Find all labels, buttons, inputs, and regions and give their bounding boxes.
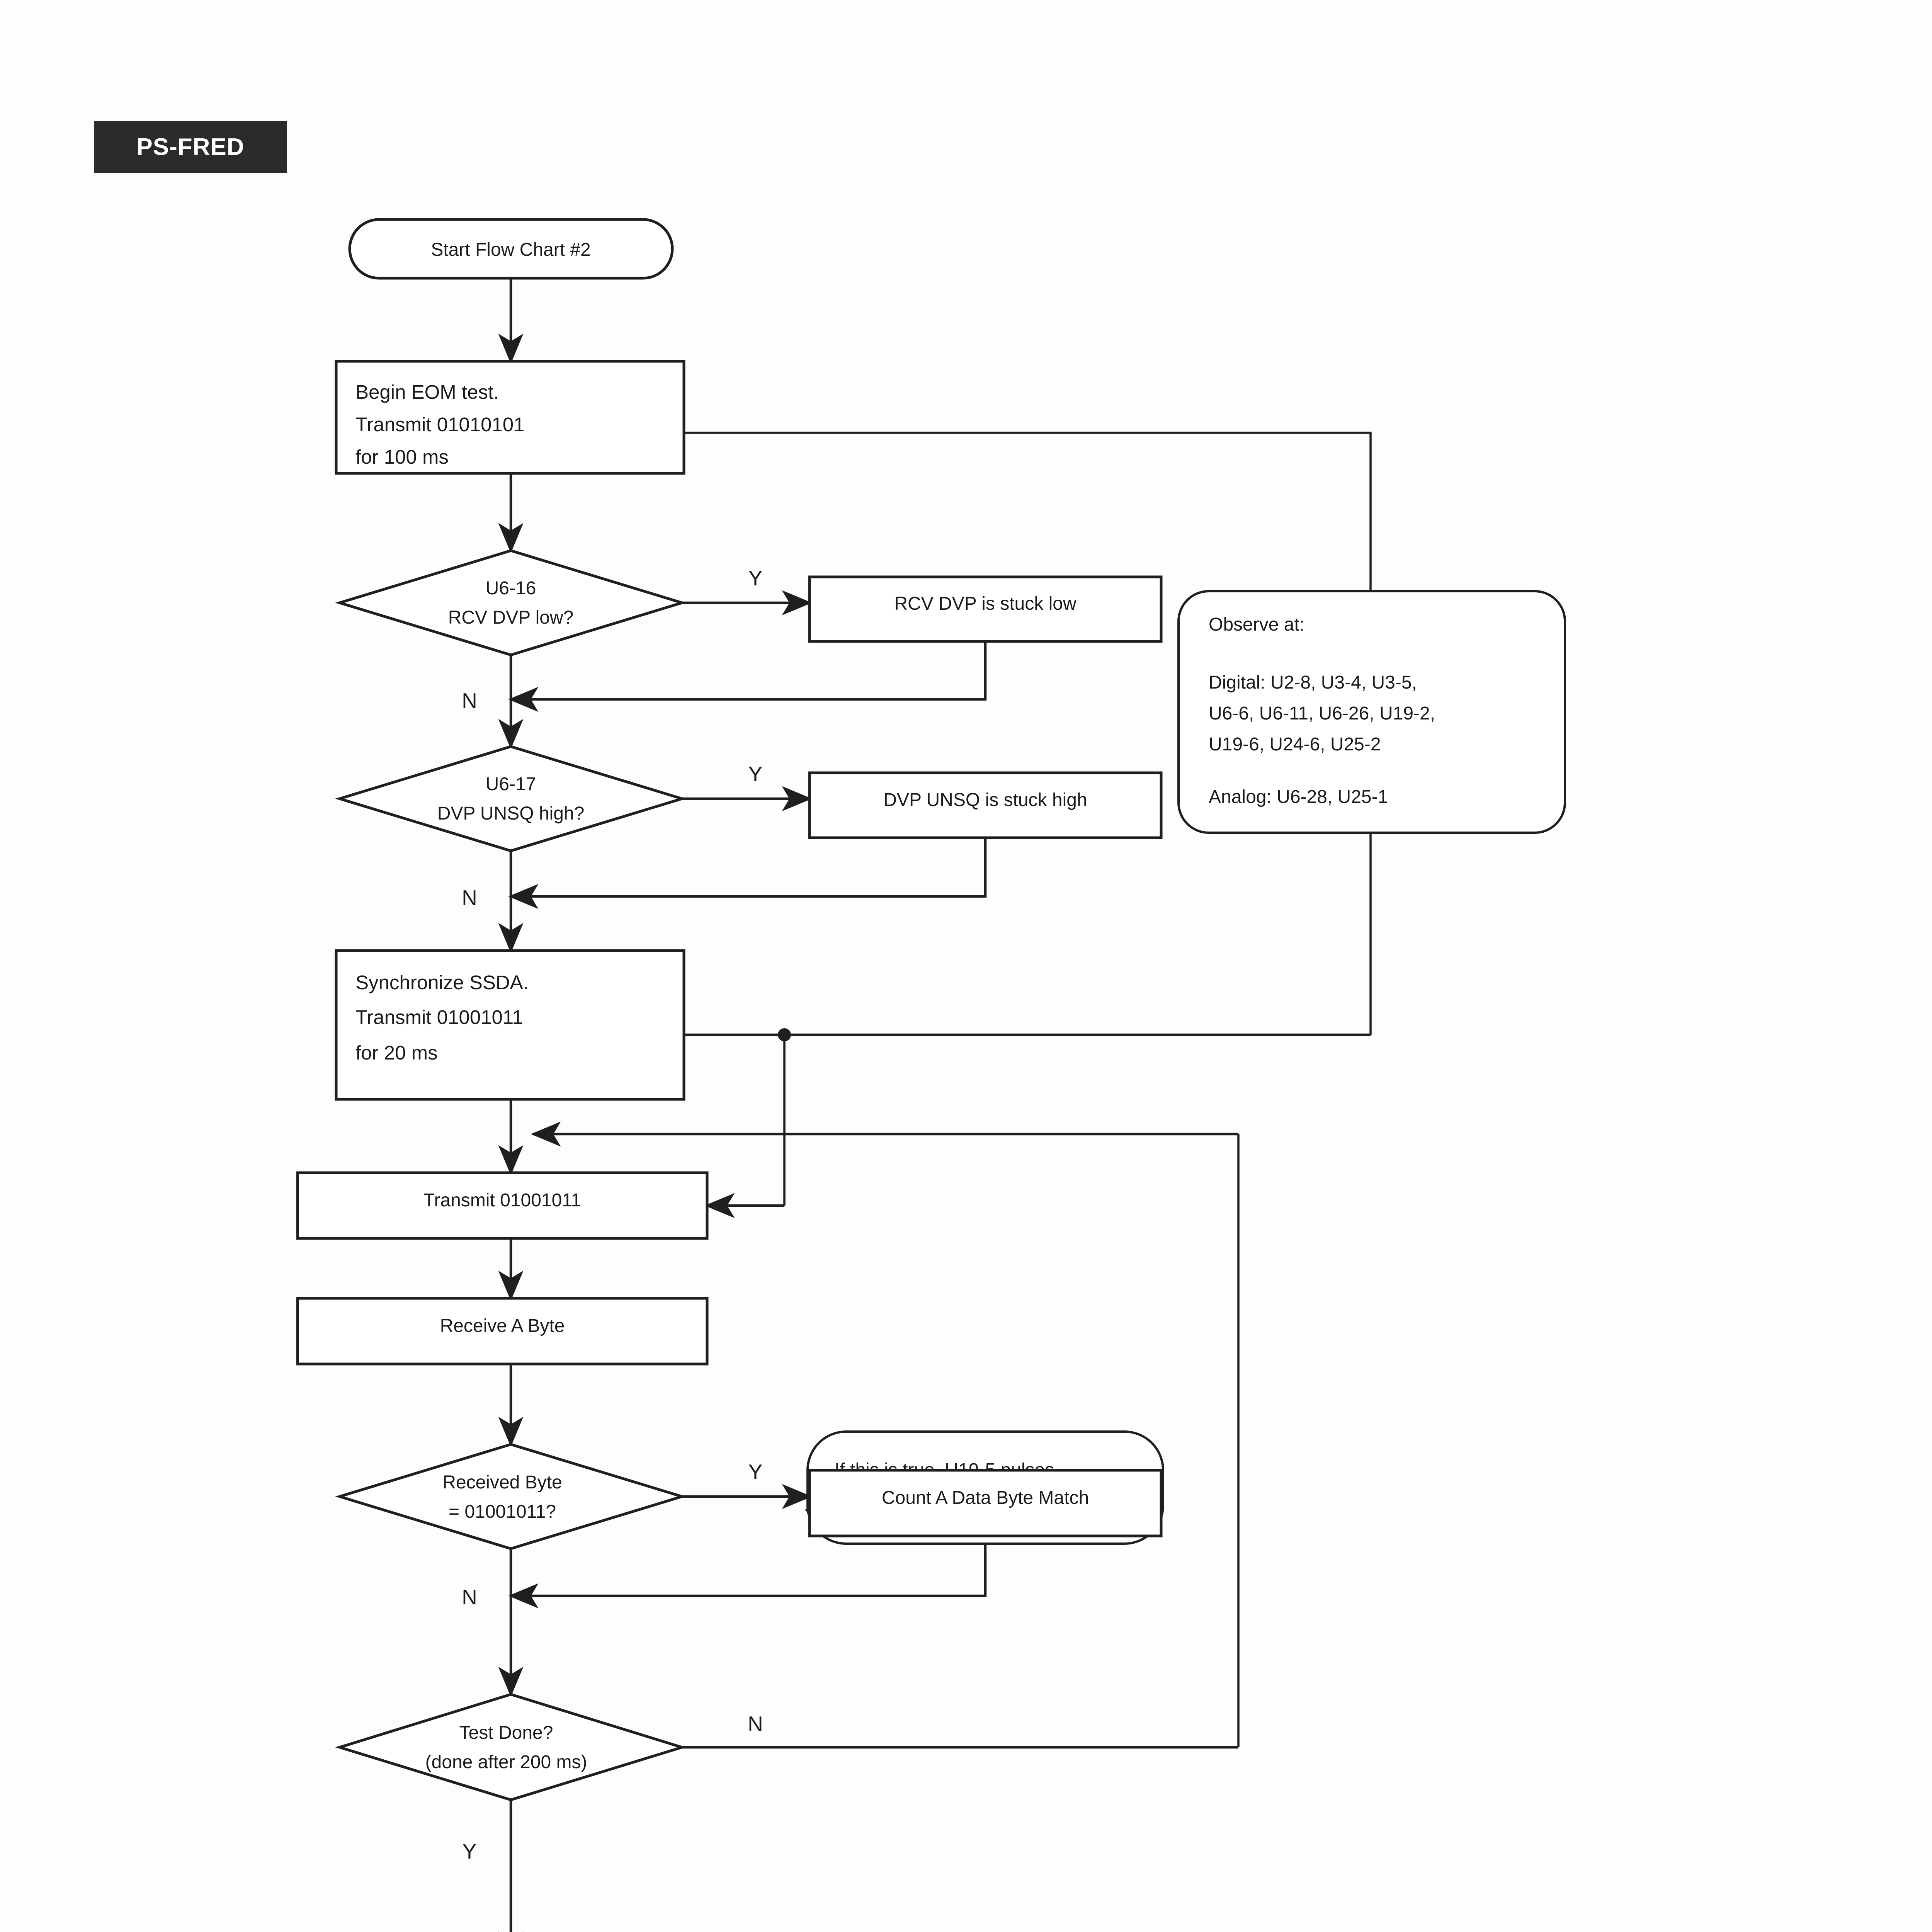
node-unsq-stuck-label: DVP UNSQ is stuck high	[883, 790, 1087, 810]
node-transmit-01001011: Transmit 01001011	[296, 1171, 709, 1240]
node-receive-label: Receive A Byte	[440, 1316, 565, 1336]
node-count-label: Count A Data Byte Match	[882, 1488, 1089, 1508]
note-observe-line2: Digital: U2-8, U3-4, U3-5,	[1209, 672, 1417, 693]
node-decision-rcv-dvp-low: U6-16 RCV DVP low?	[335, 549, 687, 656]
node-dmatch-line2: = 01001011?	[449, 1502, 556, 1522]
node-d2-line1: U6-17	[486, 774, 536, 794]
edge-label-n3: N	[462, 1585, 477, 1609]
note-observe-line3: U6-6, U6-11, U6-26, U19-2,	[1209, 703, 1435, 724]
edge-label-n4: N	[748, 1712, 763, 1736]
node-ddone-line2: (done after 200 ms)	[425, 1752, 587, 1772]
node-dmatch-line1: Received Byte	[442, 1472, 562, 1493]
node-decision-test-done: Test Done? (done after 200 ms)	[335, 1693, 687, 1801]
node-d1-line1: U6-16	[486, 578, 536, 599]
node-sync-line2: Transmit 01001011	[355, 1006, 523, 1028]
node-sync-line1: Synchronize SSDA.	[355, 971, 529, 993]
node-decision-received-byte: Received Byte = 01001011?	[335, 1443, 687, 1550]
edge-label-n2: N	[462, 886, 477, 910]
node-sync-line3: for 20 ms	[355, 1042, 438, 1064]
node-ddone-line1: Test Done?	[459, 1723, 553, 1743]
node-begin-eom: Begin EOM test. Transmit 01010101 for 10…	[335, 360, 685, 475]
node-rcv-dvp-stuck-low: RCV DVP is stuck low	[808, 575, 1163, 643]
edge-label-y3: Y	[748, 1460, 763, 1484]
section-tag-ps-fred: PS-FRED	[94, 121, 287, 173]
node-start-label: Start Flow Chart #2	[431, 240, 590, 260]
node-count-data-byte-match: Count A Data Byte Match	[808, 1469, 1163, 1537]
note-observe-line1: Observe at:	[1209, 614, 1304, 635]
node-start: Start Flow Chart #2	[348, 218, 674, 280]
edge-label-y1: Y	[748, 566, 763, 590]
node-decision-dvp-unsq-high: U6-17 DVP UNSQ high?	[335, 745, 687, 852]
node-receive-a-byte: Receive A Byte	[296, 1297, 709, 1366]
edge-count-return	[508, 1536, 987, 1609]
node-rcv-stuck-label: RCV DVP is stuck low	[894, 594, 1077, 614]
node-begin-eom-line1: Begin EOM test.	[355, 381, 499, 403]
note-observe-line5: Analog: U6-28, U25-1	[1209, 787, 1388, 807]
note-observe-at: Observe at: Digital: U2-8, U3-4, U3-5, U…	[1177, 590, 1566, 834]
node-synchronize-ssda: Synchronize SSDA. Transmit 01001011 for …	[335, 949, 685, 1101]
node-transmit-label: Transmit 01001011	[423, 1190, 581, 1211]
edge-label-n1: N	[462, 689, 477, 713]
node-dvp-unsq-stuck-high: DVP UNSQ is stuck high	[808, 771, 1163, 839]
node-d1-line2: RCV DVP low?	[448, 607, 574, 628]
edge-rcv-stuck-return	[508, 641, 987, 712]
edge-label-y2: Y	[748, 762, 763, 786]
section-tag-label: PS-FRED	[136, 134, 245, 160]
flowchart-diagram: Start Flow Chart #2 Begin EOM test. Tran…	[296, 218, 1566, 1932]
node-begin-eom-line2: Transmit 01010101	[355, 413, 525, 435]
edge-outer-right-rail	[684, 432, 1372, 1035]
node-d2-line2: DVP UNSQ high?	[437, 803, 585, 824]
node-begin-eom-line3: for 100 ms	[355, 446, 449, 468]
edge-unsq-stuck-return	[508, 838, 987, 909]
note-observe-line4: U19-6, U24-6, U25-2	[1209, 734, 1381, 755]
edge-label-y4: Y	[463, 1839, 477, 1863]
